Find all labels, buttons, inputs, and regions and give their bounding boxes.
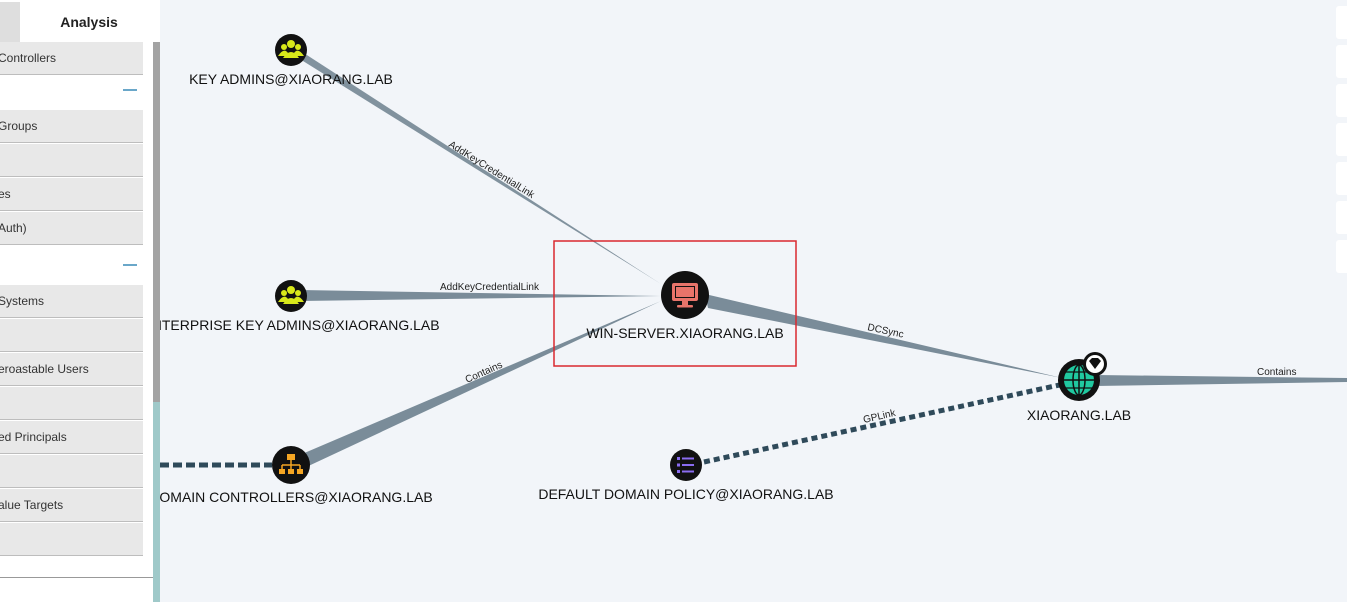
toolbar-button-1[interactable]	[1336, 6, 1347, 39]
query-item[interactable]: eroastable Users	[0, 353, 143, 386]
panel-tabbar: Analysis	[0, 0, 160, 42]
computer-icon	[672, 283, 698, 308]
node-label: DEFAULT DOMAIN POLICY@XIAORANG.LAB	[538, 486, 833, 502]
edge-label-contains-2: Contains	[1257, 367, 1296, 378]
node-label: XIAORANG.LAB	[1027, 407, 1131, 423]
toolbar-button-2[interactable]	[1336, 45, 1347, 78]
query-item[interactable]: es	[0, 178, 143, 211]
collapse-section-button[interactable]	[123, 89, 137, 91]
edge-dc-contains-server[interactable]	[295, 301, 661, 469]
node-label: ENTERPRISE KEY ADMINS@XIAORANG.LAB	[142, 317, 439, 333]
toolbar-button-3[interactable]	[1336, 84, 1347, 117]
node-win-server[interactable]: WIN-SERVER.XIAORANG.LAB	[586, 271, 784, 341]
edge-label-addkeycredentiallink-2: AddKeyCredentialLink	[440, 282, 540, 293]
group-icon	[278, 286, 304, 304]
collapse-section-button[interactable]	[123, 264, 137, 266]
query-item[interactable]: alue Targets	[0, 489, 143, 522]
edges	[160, 48, 1347, 469]
query-item[interactable]	[0, 455, 143, 488]
high-value-diamond-icon	[1083, 352, 1107, 376]
edge-enterprise-key-admins-to-server[interactable]	[300, 290, 661, 301]
gpo-icon	[677, 457, 694, 473]
tab-analysis[interactable]: Analysis	[20, 2, 158, 42]
node-default-domain-policy[interactable]: DEFAULT DOMAIN POLICY@XIAORANG.LAB	[538, 449, 834, 502]
edge-gpo-gplink-domain[interactable]	[703, 381, 1065, 465]
query-item[interactable]: Systems	[0, 285, 143, 318]
selection-highlight-box	[553, 240, 797, 367]
toolbar-button-6[interactable]	[1336, 201, 1347, 234]
query-item[interactable]	[0, 523, 143, 556]
query-item[interactable]	[0, 319, 143, 352]
node-key-admins[interactable]: KEY ADMINS@XIAORANG.LAB	[189, 34, 393, 87]
panel-divider	[0, 577, 153, 578]
analysis-panel: Analysis Controllers Groups es Auth) Sys…	[0, 0, 160, 602]
query-item[interactable]	[0, 144, 143, 177]
panel-scrollbar-thumb[interactable]	[153, 42, 160, 402]
ou-icon	[279, 454, 303, 474]
edge-label-addkeycredentiallink-1: AddKeyCredentialLink	[446, 139, 537, 201]
node-xiaorang-lab[interactable]: XIAORANG.LAB	[1027, 352, 1131, 423]
query-item[interactable]	[0, 387, 143, 420]
query-item[interactable]: Controllers	[0, 42, 143, 75]
toolbar-button-4[interactable]	[1336, 123, 1347, 156]
node-label: KEY ADMINS@XIAORANG.LAB	[189, 71, 393, 87]
query-item[interactable]: Groups	[0, 110, 143, 143]
tab-database-info[interactable]	[0, 2, 20, 42]
node-label: DOMAIN CONTROLLERS@XIAORANG.LAB	[149, 489, 432, 505]
edge-key-admins-to-server[interactable]	[296, 48, 661, 284]
toolbar-button-5[interactable]	[1336, 162, 1347, 195]
query-item[interactable]: ed Principals	[0, 421, 143, 454]
node-label: WIN-SERVER.XIAORANG.LAB	[586, 325, 783, 341]
node-domain-controllers[interactable]: DOMAIN CONTROLLERS@XIAORANG.LAB	[149, 446, 433, 505]
analysis-query-list: Controllers Groups es Auth) Systems eroa…	[0, 42, 153, 602]
group-icon	[278, 40, 304, 58]
query-item[interactable]: Auth)	[0, 212, 143, 245]
edge-domain-contains-out[interactable]	[1096, 375, 1347, 386]
node-enterprise-key-admins[interactable]: ENTERPRISE KEY ADMINS@XIAORANG.LAB	[142, 280, 440, 333]
edge-server-dcsync-domain[interactable]	[705, 294, 1062, 378]
toolbar-button-7[interactable]	[1336, 240, 1347, 273]
